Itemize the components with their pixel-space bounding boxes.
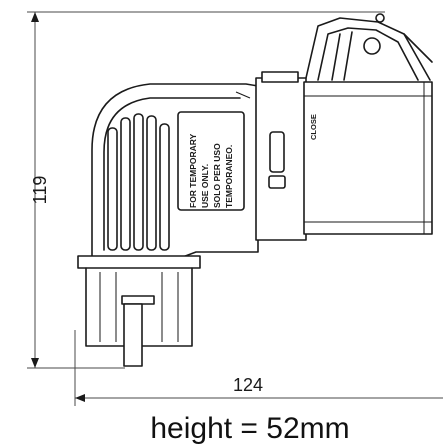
arrow-up-icon [31,12,39,22]
plug-body: FOR TEMPORARY USE ONLY. SOLO PER USO TEM… [77,13,433,367]
socket-collar-rim [261,71,299,83]
hinged-lid [305,13,433,81]
elbow-inner-contour [103,97,241,251]
width-dimension-label: 124 [233,375,263,395]
label-line-3: SOLO PER USO [212,143,222,208]
hinge-pin [363,37,381,55]
release-latch [269,131,285,173]
height-dimension-label: 119 [30,176,50,205]
socket-cylinder [303,81,433,235]
warning-label-text: FOR TEMPORARY USE ONLY. SOLO PER USO TEM… [188,133,234,208]
grip-ribs [107,113,170,251]
label-line-1: FOR TEMPORARY [188,133,198,208]
lid-catch [375,13,385,23]
label-line-4: TEMPORANEO. [224,145,234,208]
height-caption: height = 52mm [150,412,349,445]
plug-tab [121,295,155,305]
plug-pin [123,303,143,367]
plug-base-ribs [99,272,179,342]
close-label: CLOSE [309,114,318,140]
dimension-lines [27,11,443,406]
arrow-left-icon [75,394,85,402]
arrow-down-icon [31,358,39,368]
latch-slot [268,175,286,189]
label-line-2: USE ONLY. [200,164,210,208]
warning-label [177,111,245,211]
